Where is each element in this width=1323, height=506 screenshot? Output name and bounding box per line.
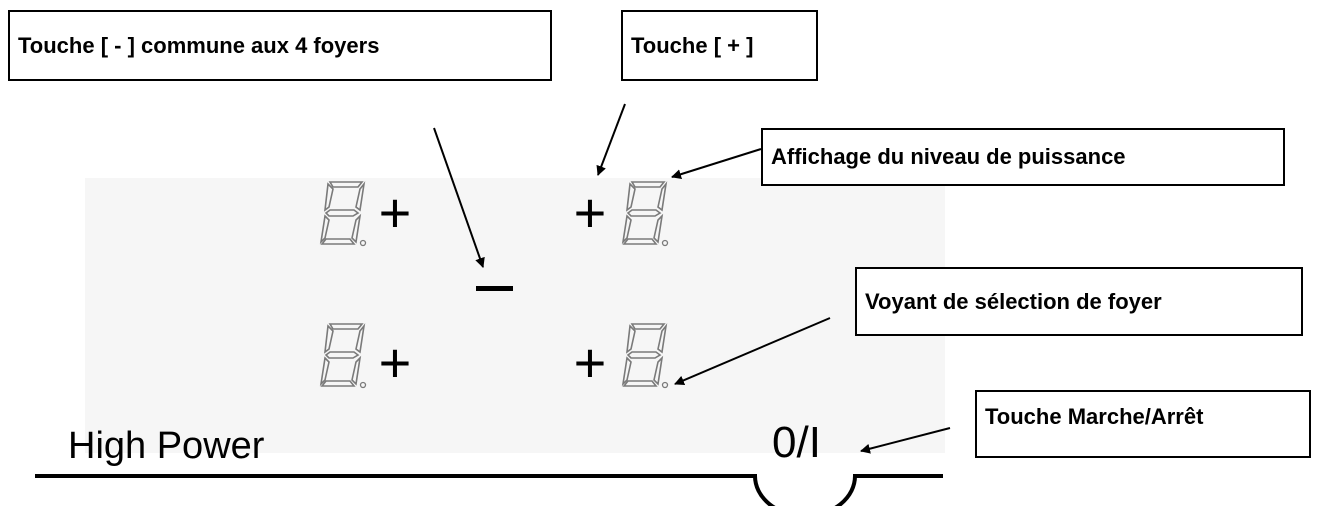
power-level-display-top-left: [320, 181, 367, 247]
brand-label: High Power: [68, 425, 265, 467]
callout-minus-key: Touche [ - ] commune aux 4 foyers: [8, 10, 552, 81]
callout-minus-key-text: Touche [ - ] commune aux 4 foyers: [18, 32, 380, 58]
callout-plus-key: Touche [ + ]: [621, 10, 818, 81]
power-level-display-top-right: [622, 181, 669, 247]
on-off-key[interactable]: 0/I: [772, 418, 821, 467]
callout-plus-key-text: Touche [ + ]: [631, 32, 754, 58]
arrow-selection-led: [674, 317, 831, 386]
hob-panel-surface: [85, 178, 945, 453]
panel-edge-line: [35, 474, 943, 506]
callout-on-off-key-text: Touche Marche/Arrêt: [985, 404, 1204, 429]
callout-zone-selection-led: Voyant de sélection de foyer: [855, 267, 1303, 336]
callout-power-level-display: Affichage du niveau de puissance: [761, 128, 1285, 186]
plus-key-bottom-left[interactable]: +: [379, 331, 412, 394]
callout-zone-selection-led-text: Voyant de sélection de foyer: [865, 288, 1162, 314]
plus-key-top-left[interactable]: +: [379, 181, 412, 244]
arrow-on-off-key: [860, 427, 951, 454]
minus-key[interactable]: [476, 286, 513, 291]
arrow-minus-key: [433, 127, 485, 268]
power-level-display-bottom-left: [320, 323, 367, 389]
power-level-display-bottom-right: [622, 323, 669, 389]
plus-key-top-right[interactable]: +: [574, 181, 607, 244]
arrow-plus-key: [596, 103, 626, 176]
callout-on-off-key: Touche Marche/Arrêt: [975, 390, 1311, 458]
arrow-power-display: [671, 148, 762, 180]
plus-key-bottom-right[interactable]: +: [574, 331, 607, 394]
callout-power-level-display-text: Affichage du niveau de puissance: [771, 144, 1126, 169]
